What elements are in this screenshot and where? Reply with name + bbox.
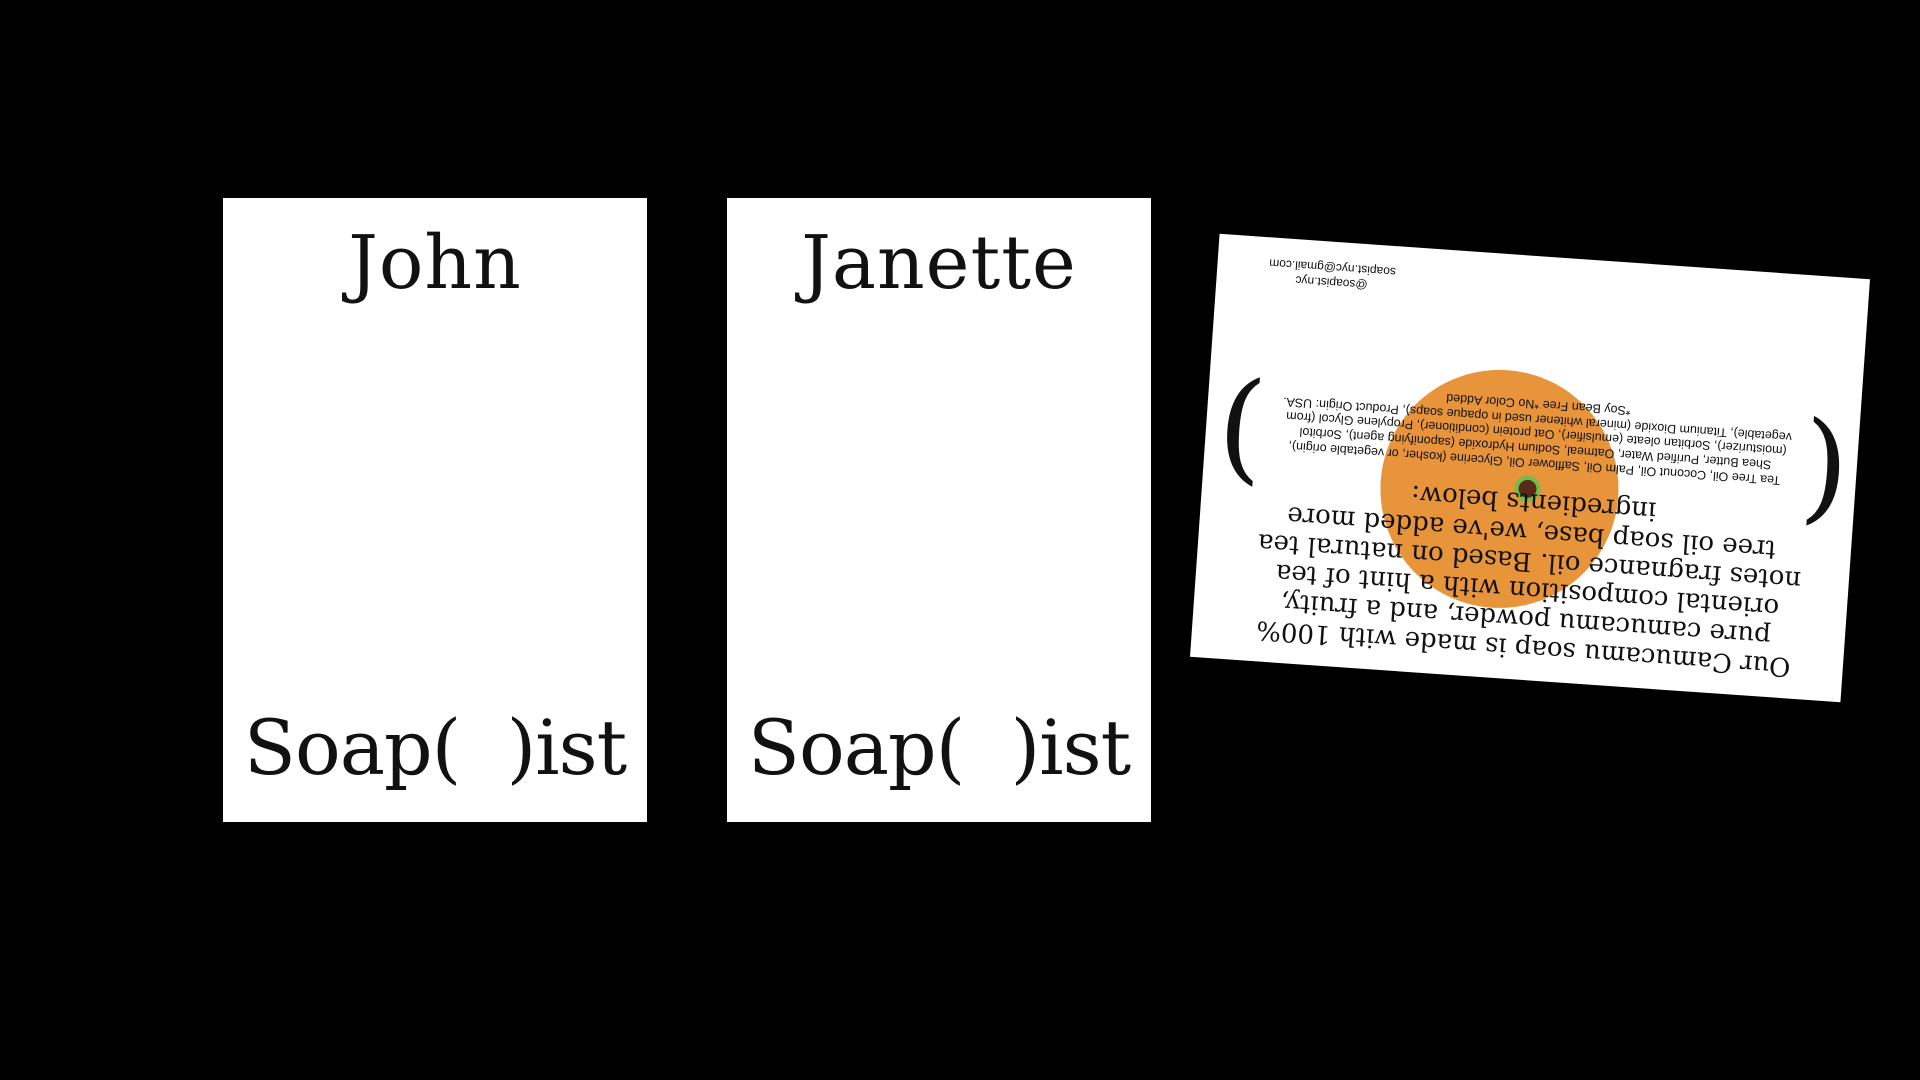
card-brand: Soap( )ist xyxy=(747,703,1131,792)
product-description: Our Camucamu soap is made with 100% pure… xyxy=(1255,479,1803,682)
contact-block: @soapist.nyc soapist.nyc@gmail.com xyxy=(1216,252,1448,298)
close-parenthesis: ) xyxy=(1212,364,1270,507)
card-brand: Soap( )ist xyxy=(243,703,627,792)
card-name: John xyxy=(348,220,522,306)
info-card-content: Our Camucamu soap is made with 100% pure… xyxy=(1190,234,1870,702)
open-parenthesis: ( xyxy=(1796,405,1853,548)
card-name: Janette xyxy=(801,220,1077,306)
name-card-john: John Soap( )ist xyxy=(223,198,647,822)
info-card-back: Our Camucamu soap is made with 100% pure… xyxy=(1190,233,1870,703)
name-card-janette: Janette Soap( )ist xyxy=(727,198,1151,822)
